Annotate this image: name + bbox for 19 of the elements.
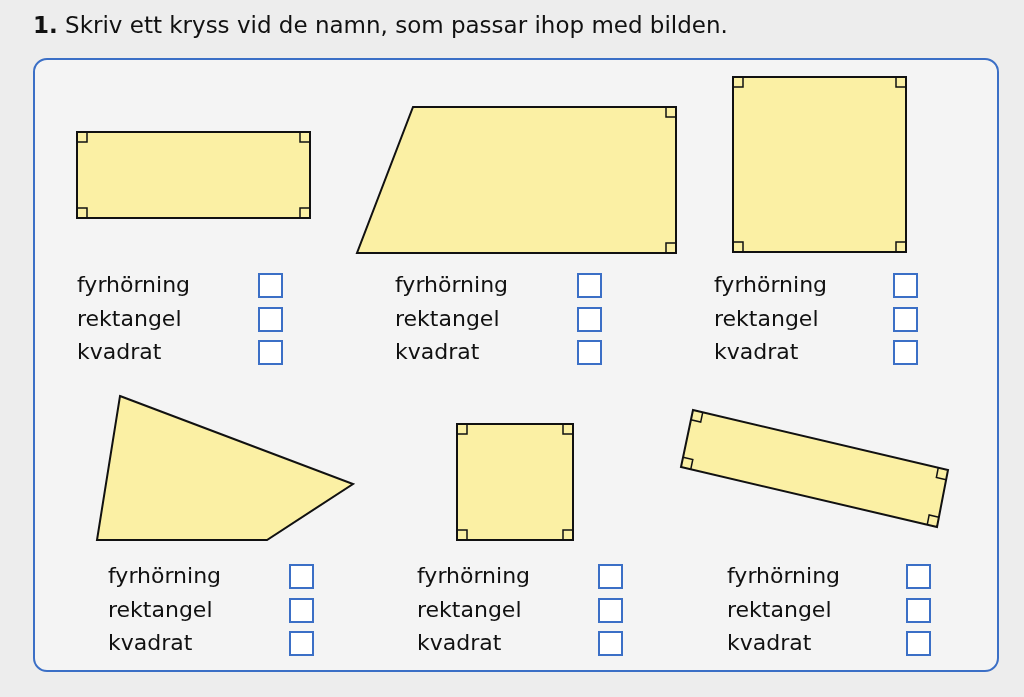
option-label: rektangel [395,306,500,332]
option-label: fyrhörning [77,272,191,298]
option-label: kvadrat [395,339,480,365]
option-label: fyrhörning [714,272,828,298]
exercise-heading: 1. Skriv ett kryss vid de namn, som passar ihop med bilden. [33,12,728,38]
option-label: fyrhörning [395,272,509,298]
option-label: kvadrat [727,630,812,656]
option-label: rektangel [714,306,819,332]
option-label: rektangel [77,306,182,332]
option-label: fyrhörning [417,563,531,589]
option-label: kvadrat [108,630,193,656]
option-label: kvadrat [714,339,799,365]
option-label: rektangel [417,597,522,623]
option-label: fyrhörning [727,563,841,589]
option-label: fyrhörning [108,563,222,589]
option-label: kvadrat [77,339,162,365]
option-label: rektangel [108,597,213,623]
option-label: rektangel [727,597,832,623]
option-label: kvadrat [417,630,502,656]
